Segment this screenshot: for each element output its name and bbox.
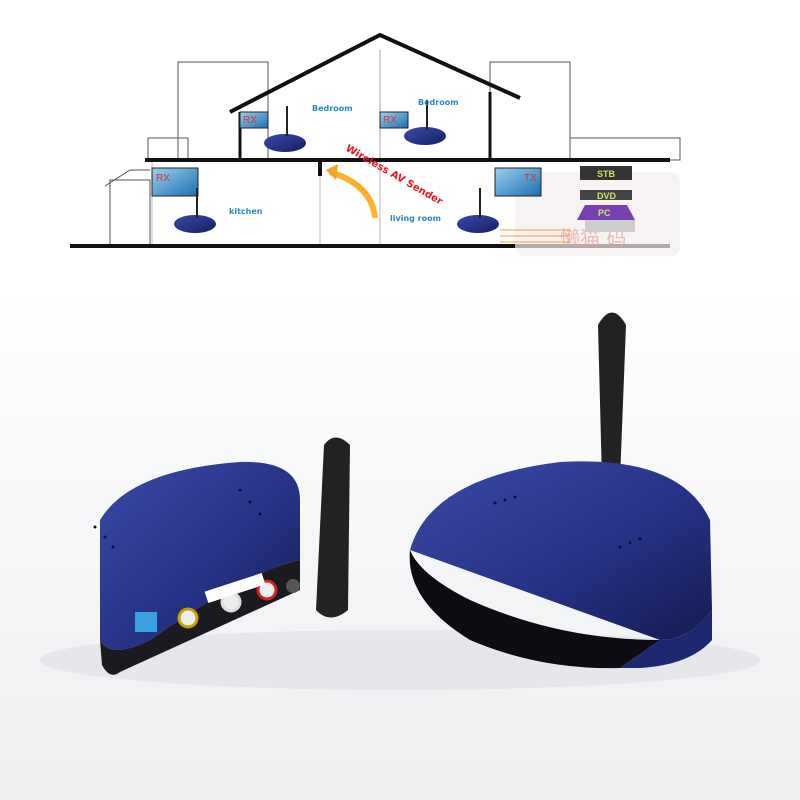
stb-label: STB <box>597 169 616 179</box>
tv-tx-living-room: TX <box>494 167 542 197</box>
rx-tag: RX <box>243 115 257 126</box>
receiver-unit <box>409 461 712 669</box>
room-label-kitchen: kitchen <box>229 207 263 216</box>
audio-jack-red <box>256 579 278 601</box>
arrow-head <box>326 164 338 180</box>
room-label-bedroom: Bedroom <box>312 104 353 113</box>
receiver-antenna <box>598 312 626 480</box>
house-diagram <box>70 32 681 248</box>
source-devices: STB DVD PC <box>500 166 635 243</box>
video-jack-yellow <box>177 607 199 629</box>
receiver-front-panel <box>409 550 660 669</box>
wireless-av-sender-label: Wireless AV Sender <box>344 143 445 208</box>
tv-rx-bedroom-left: RX <box>239 111 269 129</box>
channel-switch <box>135 612 157 632</box>
dvd-label: DVD <box>597 191 617 201</box>
power-jack <box>286 579 300 593</box>
mini-receiver <box>174 100 499 233</box>
tx-tag: TX <box>524 173 537 184</box>
room-label-living-room: living room <box>390 214 441 223</box>
tv-rx-kitchen: RX <box>151 167 199 197</box>
pc-label: PC <box>598 208 611 218</box>
tv-rx-bedroom-right: RX <box>379 111 409 129</box>
vent-dots <box>93 488 642 549</box>
barcode-sticker <box>204 573 266 603</box>
transmitter-antenna <box>316 437 350 618</box>
room-label-bedroom: Bedroom <box>418 98 459 107</box>
wireless-arrow <box>329 169 378 219</box>
rx-tag: RX <box>156 173 170 184</box>
rx-tag: RX <box>383 115 397 126</box>
transmitter-unit <box>100 461 300 675</box>
